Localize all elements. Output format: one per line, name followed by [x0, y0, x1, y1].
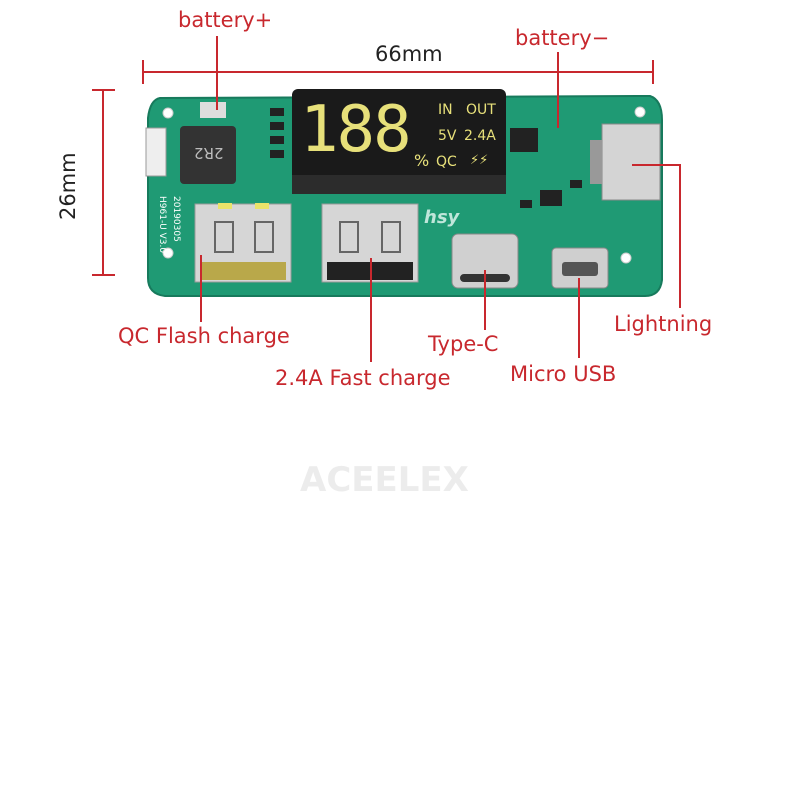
switch [145, 127, 167, 177]
label-micro-usb: Micro USB [510, 362, 617, 386]
label-battery-minus: battery− [515, 26, 610, 50]
mount-hole [620, 252, 632, 264]
smd-components [270, 108, 582, 208]
watermark: ACEELEX [300, 460, 469, 500]
inductor [180, 126, 236, 184]
mount-hole [162, 107, 174, 119]
display-out: OUT [466, 102, 496, 118]
display-qc: QC [436, 154, 457, 170]
display-in: IN [438, 102, 453, 118]
mount-hole [162, 247, 174, 259]
display-digits: 188 [300, 93, 412, 167]
display-voltage: 5V [438, 128, 457, 144]
led-display [292, 89, 506, 194]
battery-plus-pad [200, 102, 226, 118]
label-type-c: Type-C [428, 332, 499, 356]
bolt-icon: ⚡⚡ [470, 153, 489, 168]
display-percent: % [414, 151, 430, 170]
board-logo: hsy [424, 207, 460, 228]
label-width: 66mm [375, 42, 443, 66]
inductor-label: 2R2 [194, 144, 224, 162]
callout-lines [92, 36, 681, 362]
lightning-port [601, 123, 661, 201]
board-model: H961-U V3.0 [157, 196, 167, 254]
label-battery-plus: battery+ [178, 8, 273, 32]
display-current: 2.4A [464, 128, 496, 144]
label-lightning: Lightning [614, 312, 713, 336]
board-date: 20190305 [171, 196, 181, 242]
mount-hole [634, 106, 646, 118]
label-qc-flash-charge: QC Flash charge [118, 324, 290, 348]
label-height: 26mm [56, 152, 80, 220]
label-fast-charge: 2.4A Fast charge [275, 366, 451, 390]
